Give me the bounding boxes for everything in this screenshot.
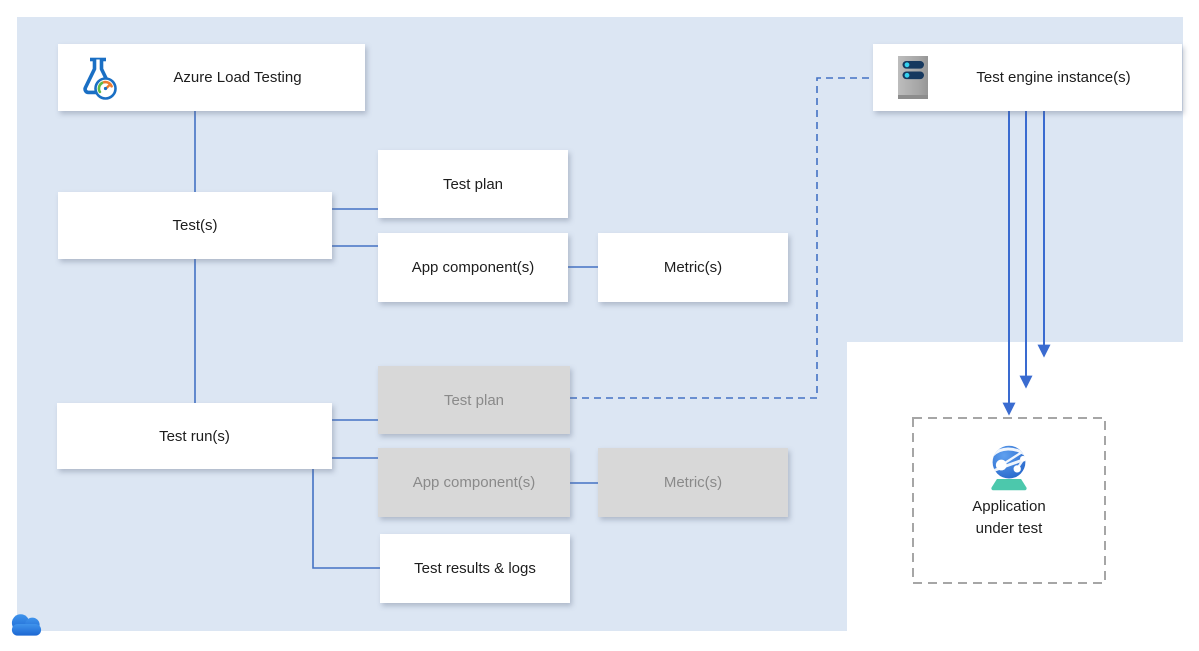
node-run-metrics: Metric(s) [598,448,788,517]
node-azure-load-testing: Azure Load Testing [58,44,365,111]
node-test-runs: Test run(s) [57,403,332,469]
node-label-line1: Application [972,498,1046,515]
node-test-results-logs: Test results & logs [380,534,570,603]
cloud-icon [8,610,45,643]
node-label: Azure Load Testing [173,69,302,86]
node-label: App component(s) [411,259,535,276]
node-tests: Test(s) [58,192,332,259]
node-label: Metric(s) [663,259,723,276]
node-label: Test results & logs [414,560,536,577]
node-run-app-components: App component(s) [378,448,570,517]
globe-icon [981,438,1037,494]
server-icon [893,54,933,102]
node-test-plan: Test plan [378,150,568,218]
load-testing-flask-gauge-icon [78,54,118,102]
node-label: Test(s) [172,217,218,234]
node-label: App component(s) [412,474,536,491]
node-label: Metric(s) [663,474,723,491]
application-under-test-boundary [912,417,1106,584]
node-app-components: App component(s) [378,233,568,302]
node-label: Test plan [442,175,504,193]
node-run-test-plan: Test plan [378,366,570,434]
node-label: Test engine instance(s) [976,69,1131,86]
node-label: Test run(s) [159,427,230,445]
edge-testruns-to-results [312,469,380,569]
node-test-engine-instances: Test engine instance(s) [873,44,1182,111]
node-label: Test plan [443,391,505,409]
node-metrics: Metric(s) [598,233,788,302]
edge-runtestplan-to-engine-dashed [570,77,873,399]
node-label-line2: under test [975,519,1043,537]
background-notch [847,342,1199,651]
node-application-under-test: Application under test [913,418,1105,583]
